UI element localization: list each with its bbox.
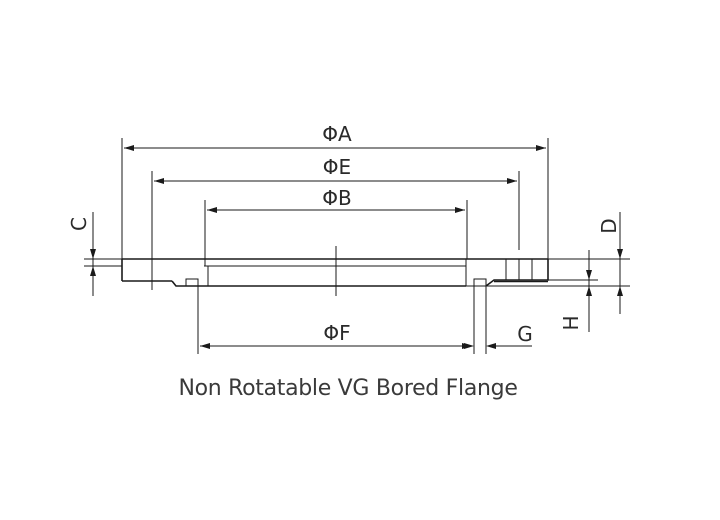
label-dim-c: C bbox=[67, 217, 91, 231]
label-dim-h: H bbox=[559, 315, 583, 330]
label-dim-b: ΦB bbox=[322, 186, 351, 210]
dimension-lines bbox=[90, 145, 623, 349]
label-dim-a: ΦA bbox=[322, 122, 352, 146]
label-dim-f: ΦF bbox=[323, 321, 350, 345]
diagram-caption: Non Rotatable VG Bored Flange bbox=[178, 376, 518, 401]
label-dim-d: D bbox=[597, 218, 621, 233]
label-dim-g: G bbox=[517, 322, 533, 346]
flange-profile bbox=[121, 246, 549, 296]
label-dim-e: ΦE bbox=[323, 155, 351, 179]
extension-lines bbox=[84, 138, 630, 354]
